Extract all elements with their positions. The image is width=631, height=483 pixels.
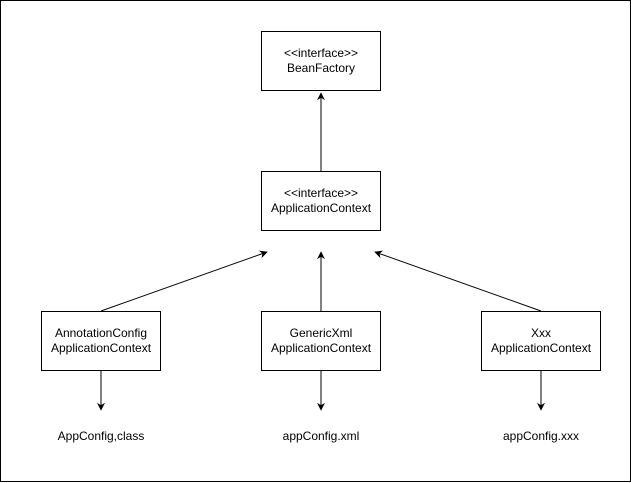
node-genericxml-line2: ApplicationContext <box>270 341 372 355</box>
node-applicationcontext: <<interface>> ApplicationContext <box>261 171 381 231</box>
edge-annotationconfig-to-applicationcontext <box>100 250 268 312</box>
node-applicationcontext-stereotype: <<interface>> <box>283 186 359 200</box>
node-genericxml-applicationcontext: GenericXml ApplicationContext <box>261 311 381 371</box>
node-annotationconfig-line1: AnnotationConfig <box>54 326 148 340</box>
label-appconfig-class: AppConfig,class <box>57 429 145 443</box>
node-xxx-line1: Xxx <box>530 326 551 340</box>
node-xxx-line2: ApplicationContext <box>490 341 592 355</box>
node-applicationcontext-name: ApplicationContext <box>270 201 372 215</box>
edge-xxx-to-applicationcontext <box>374 250 542 312</box>
node-beanfactory-name: BeanFactory <box>286 61 356 75</box>
node-xxx-applicationcontext: Xxx ApplicationContext <box>481 311 601 371</box>
node-beanfactory-stereotype: <<interface>> <box>283 46 359 60</box>
label-appconfig-xml: appConfig.xml <box>282 429 360 443</box>
node-beanfactory: <<interface>> BeanFactory <box>261 31 381 91</box>
label-appconfig-xxx: appConfig.xxx <box>502 429 580 443</box>
node-genericxml-line1: GenericXml <box>289 326 353 340</box>
node-annotationconfig-applicationcontext: AnnotationConfig ApplicationContext <box>41 311 161 371</box>
node-annotationconfig-line2: ApplicationContext <box>50 341 152 355</box>
